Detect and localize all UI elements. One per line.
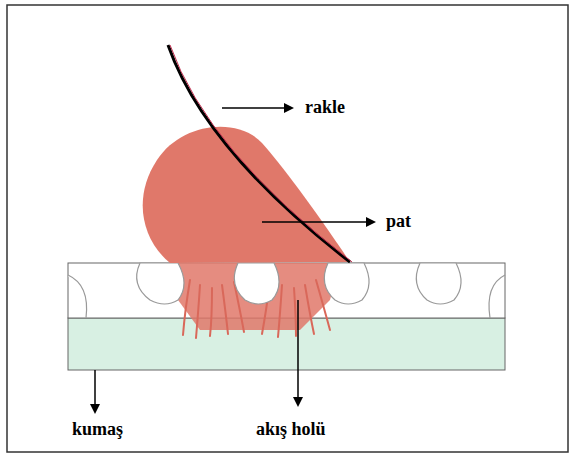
squeegee xyxy=(168,45,350,262)
part-label: pat xyxy=(386,212,411,232)
mesh-threads xyxy=(68,263,505,318)
frame xyxy=(7,5,568,452)
paste-flow xyxy=(170,263,340,338)
paste xyxy=(143,127,350,263)
part-label: kumaş xyxy=(72,420,123,440)
part-label: akış holü xyxy=(256,420,326,440)
part-label: rakle xyxy=(305,98,345,118)
squeegee-edge xyxy=(170,45,352,262)
leader-arrows xyxy=(95,108,374,412)
